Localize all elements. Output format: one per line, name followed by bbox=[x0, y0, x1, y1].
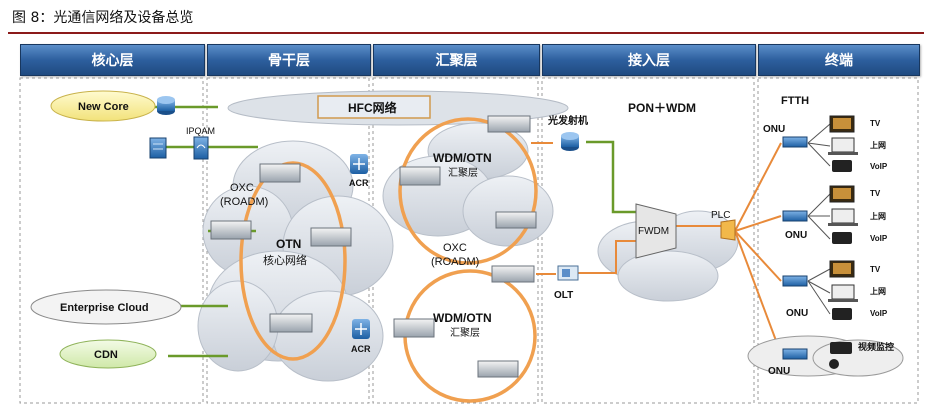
label-wdm-bottom: WDM/OTN bbox=[433, 311, 492, 325]
camera-icon bbox=[829, 342, 852, 369]
label-new-core: New Core bbox=[78, 101, 129, 113]
plc-device bbox=[720, 219, 736, 241]
label-acr-bottom: ACR bbox=[351, 344, 371, 354]
phone-icon-3 bbox=[832, 308, 852, 320]
hfc-box bbox=[317, 95, 431, 119]
label-otn-sub: 核心网络 bbox=[263, 253, 307, 267]
rack-otn-bottom bbox=[269, 313, 313, 333]
fwdm-device bbox=[635, 203, 677, 259]
onu-device-4 bbox=[782, 348, 808, 360]
rack-agg-bottom-left bbox=[393, 318, 435, 338]
rack-agg-mid bbox=[491, 265, 535, 283]
router-icon-new-core bbox=[157, 96, 175, 115]
rack-oxc-core bbox=[259, 163, 301, 183]
orange-links bbox=[531, 142, 782, 355]
acr-icon-bottom bbox=[352, 319, 370, 339]
label-wdm-top: WDM/OTN bbox=[433, 151, 492, 165]
label-ftth: FTTH bbox=[781, 95, 809, 107]
title-rule bbox=[8, 32, 924, 34]
label-onu-2: ONU bbox=[785, 230, 807, 241]
new-core-cloud bbox=[50, 90, 156, 122]
layer-header-access: 接入层 bbox=[542, 44, 756, 76]
olt-icon bbox=[557, 265, 579, 281]
phone-icon-1 bbox=[832, 160, 852, 172]
aggregation-cloud-top bbox=[382, 122, 554, 247]
column-core bbox=[19, 77, 204, 404]
label-onu-1: ONU bbox=[763, 124, 785, 135]
ipqam-icon bbox=[193, 136, 209, 160]
cdn-cloud bbox=[59, 339, 157, 369]
tv-icon-1 bbox=[829, 115, 855, 133]
layer-header-terminal: 终端 bbox=[758, 44, 920, 76]
pc-icon-2 bbox=[828, 208, 858, 226]
layer-header-aggregation: 汇聚层 bbox=[373, 44, 540, 76]
label-enterprise-cloud: Enterprise Cloud bbox=[60, 302, 149, 314]
label-hfc: HFC网络 bbox=[348, 100, 397, 115]
label-pon-wdm: PON＋WDM bbox=[628, 101, 696, 115]
pc-icon-3 bbox=[828, 284, 858, 302]
layer-header-core: 核心层 bbox=[20, 44, 205, 76]
label-onu-4: ONU bbox=[768, 366, 790, 377]
label-oxc-agg-2: (ROADM) bbox=[431, 256, 479, 268]
label-plc: PLC bbox=[711, 210, 730, 221]
column-access bbox=[541, 77, 755, 404]
onu-device-2 bbox=[782, 210, 808, 222]
label-voip-2: VoIP bbox=[870, 234, 888, 243]
router-icon-optical-tx bbox=[561, 132, 579, 151]
wdm-ring-top bbox=[398, 117, 538, 265]
otn-ring bbox=[239, 161, 347, 361]
label-otn: OTN bbox=[276, 237, 301, 251]
label-voip-3: VoIP bbox=[870, 309, 888, 318]
network-diagram: New Core IPQAM HFC网络 光发射机 PON＋WDM FTTH O… bbox=[19, 77, 919, 404]
label-oxc-core-1: OXC bbox=[230, 182, 254, 194]
label-cdn: CDN bbox=[94, 349, 118, 361]
onu-devices bbox=[782, 136, 808, 360]
tv-icon-3 bbox=[829, 260, 855, 278]
label-video-monitor: 视频监控 bbox=[858, 341, 894, 352]
onu-device-3 bbox=[782, 275, 808, 287]
figure-title: 图 8：光通信网络及设备总览 bbox=[12, 10, 194, 26]
label-tv-3: TV bbox=[870, 265, 881, 274]
label-oxc-core-2: (ROADM) bbox=[220, 196, 268, 208]
label-fwdm: FWDM bbox=[638, 226, 669, 237]
server-icon bbox=[149, 137, 167, 159]
pc-icon-1 bbox=[828, 137, 858, 155]
onu-device-1 bbox=[782, 136, 808, 148]
rack-otn-left bbox=[210, 220, 252, 240]
phone-icon-2 bbox=[832, 232, 852, 244]
tv-icon-2 bbox=[829, 185, 855, 203]
label-oxc-agg-1: OXC bbox=[443, 242, 467, 254]
rack-agg-top bbox=[487, 115, 531, 133]
diagram-frame: 核心层 骨干层 汇聚层 接入层 终端 bbox=[8, 36, 924, 407]
label-voip-1: VoIP bbox=[870, 162, 888, 171]
acr-icon-top bbox=[350, 154, 368, 174]
label-olt: OLT bbox=[554, 290, 573, 301]
label-wdm-top-sub: 汇聚层 bbox=[448, 166, 478, 179]
label-acr-top: ACR bbox=[349, 178, 369, 188]
label-ipqam: IPQAM bbox=[186, 126, 215, 136]
label-tv-1: TV bbox=[870, 119, 881, 128]
terminal-links bbox=[807, 123, 831, 355]
label-internet-1: 上网 bbox=[870, 140, 886, 150]
label-tv-2: TV bbox=[870, 189, 881, 198]
column-terminal bbox=[757, 77, 919, 404]
label-internet-2: 上网 bbox=[870, 211, 886, 221]
enterprise-cloud bbox=[30, 289, 182, 325]
label-onu-3: ONU bbox=[786, 308, 808, 319]
rack-devices bbox=[210, 115, 537, 378]
rack-agg-right bbox=[495, 211, 537, 229]
label-wdm-bottom-sub: 汇聚层 bbox=[450, 326, 480, 339]
rack-agg-left bbox=[399, 166, 441, 186]
rack-agg-bottom bbox=[477, 360, 519, 378]
rack-otn-right bbox=[310, 227, 352, 247]
layer-header-backbone: 骨干层 bbox=[207, 44, 371, 76]
label-internet-3: 上网 bbox=[870, 286, 886, 296]
label-optical-tx: 光发射机 bbox=[547, 114, 588, 127]
